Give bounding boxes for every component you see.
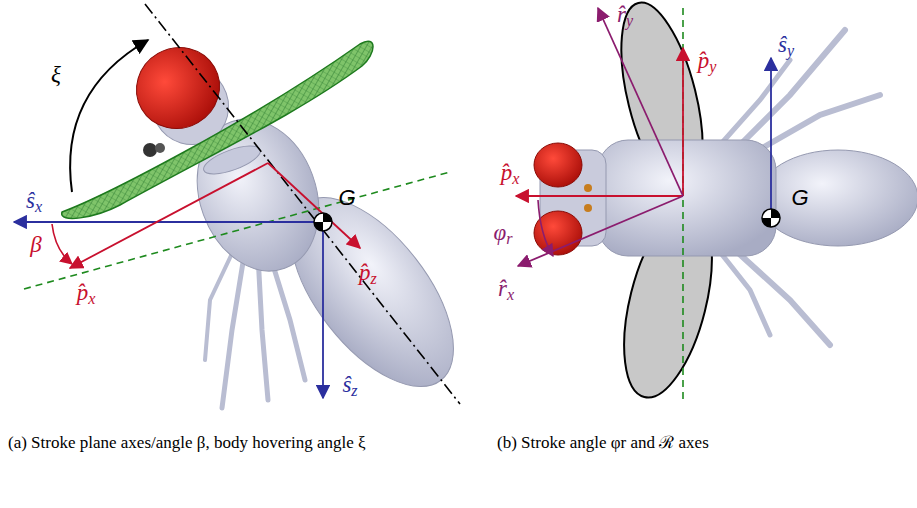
- angle-label: φr: [494, 221, 513, 244]
- subfigure-caption: (b) Stroke angle φr and ℛ axes: [497, 432, 907, 454]
- axis-label: p̂y: [698, 49, 717, 72]
- angle-label: ξ: [51, 63, 61, 86]
- point-label: G: [338, 187, 355, 209]
- axis-label: p̂x: [77, 281, 96, 304]
- axis-label: ŝx: [26, 189, 42, 212]
- axis-label: r̂y: [617, 3, 633, 26]
- side-view-fly: [62, 32, 485, 414]
- axis-label: r̂x: [498, 277, 514, 300]
- axis-label: ŝy: [778, 33, 794, 56]
- axis-label: p̂x: [501, 161, 520, 184]
- axis-label: ŝz: [342, 373, 357, 396]
- axis-label: p̂z: [359, 261, 377, 284]
- top-view-axes: [516, 8, 780, 402]
- subfigure-caption: (a) Stroke plane axes/angle β, body hove…: [8, 432, 448, 454]
- angle-label: β: [30, 233, 41, 256]
- top-view-fly: [534, 0, 917, 406]
- point-label: G: [791, 187, 808, 209]
- side-view-axes: [14, 4, 460, 404]
